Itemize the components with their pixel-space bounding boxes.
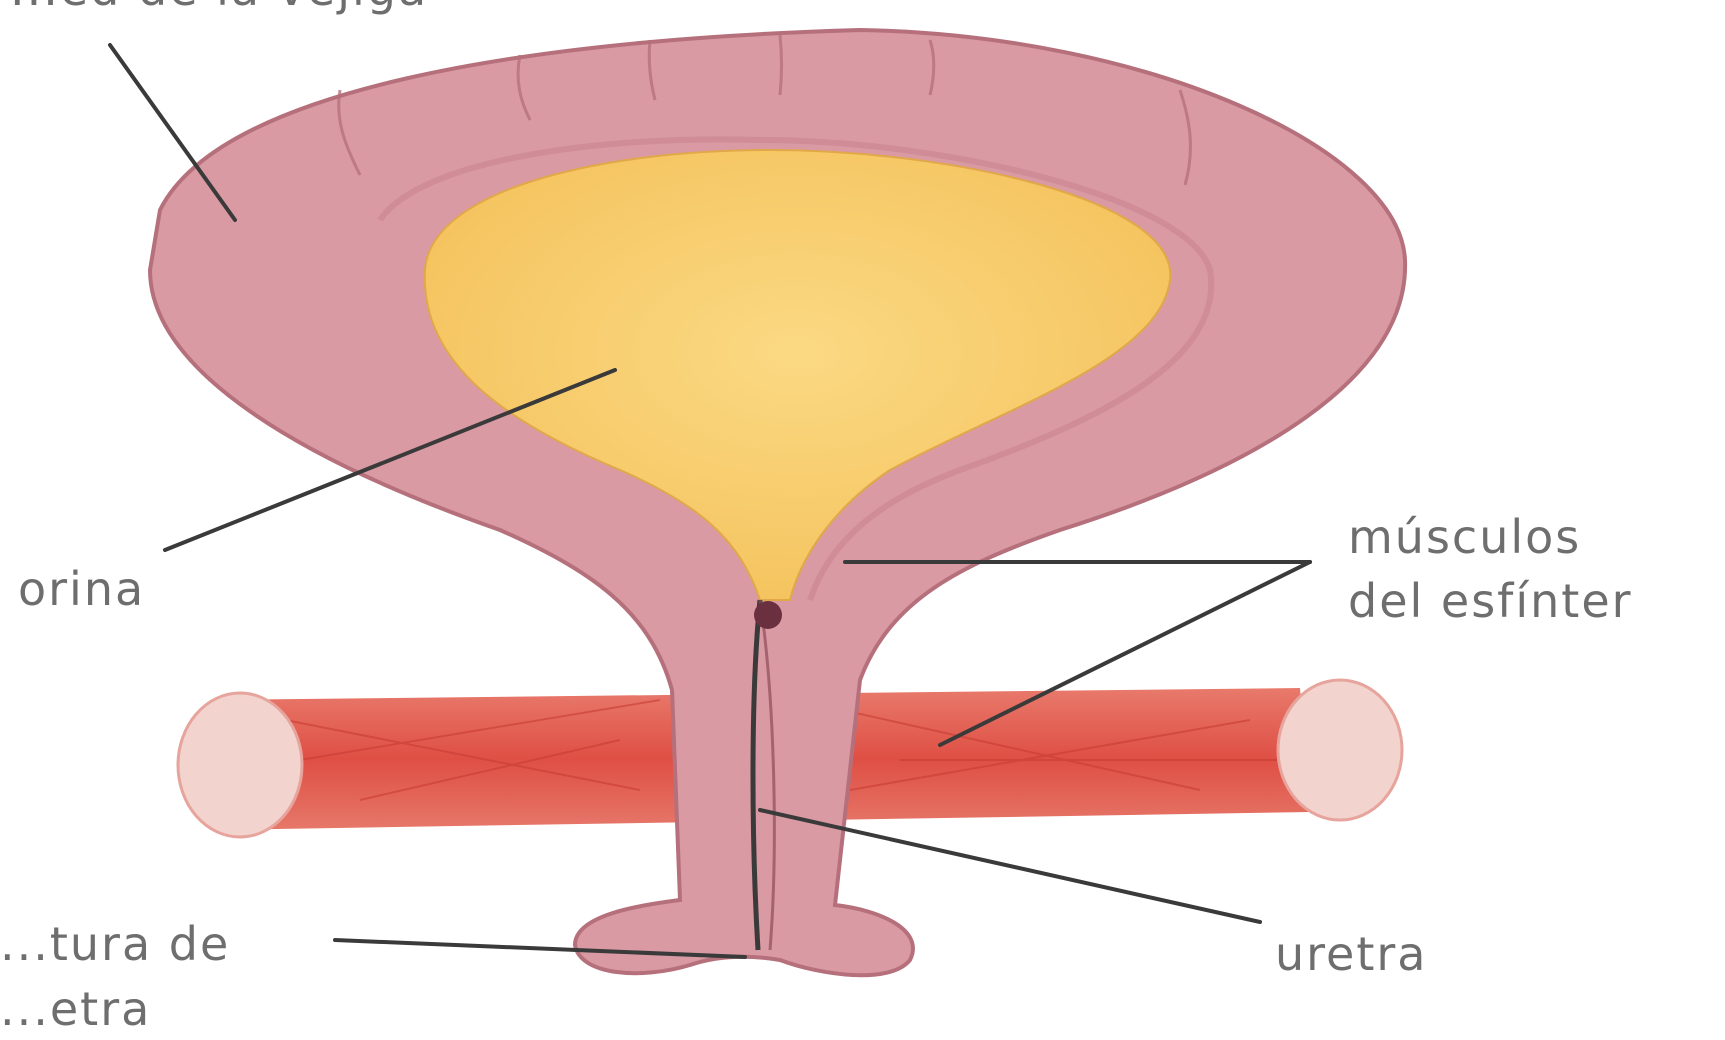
label-bladder-wall: ...ed de la vejiga [10, 0, 428, 20]
sphincter-knot [754, 601, 782, 629]
label-urethral-opening-line1: ...tura de [0, 915, 230, 975]
label-urethral-opening-line2: ...etra [0, 980, 151, 1040]
label-urethra: uretra [1275, 925, 1428, 985]
label-urine: orina [18, 560, 145, 620]
label-sphincter-line1: músculos [1348, 508, 1581, 568]
muscle-cut-end-left [178, 693, 302, 837]
muscle-cut-end-right [1278, 680, 1402, 820]
label-sphincter-line2: del esfínter [1348, 572, 1633, 632]
